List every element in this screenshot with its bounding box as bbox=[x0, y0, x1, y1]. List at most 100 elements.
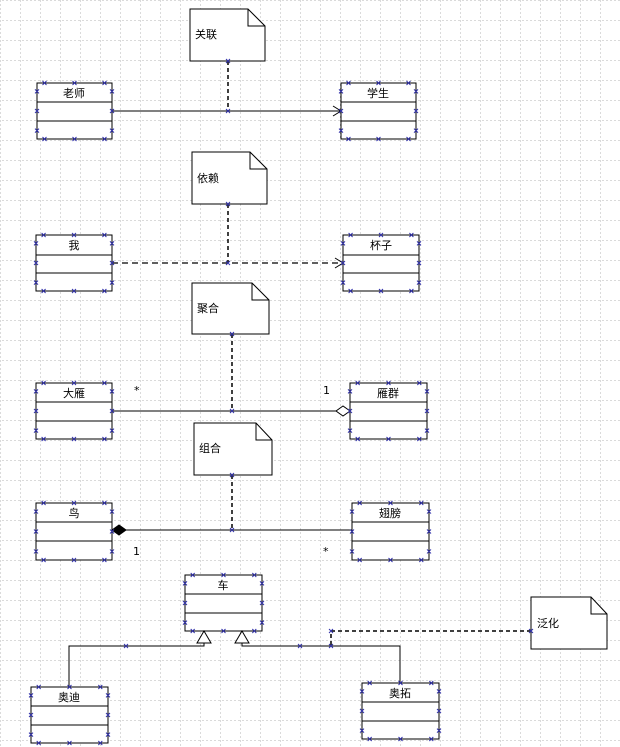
note-composition-text: 组合 bbox=[199, 441, 221, 455]
class-wing-name: 翅膀 bbox=[379, 506, 401, 520]
selection-handle bbox=[378, 232, 384, 238]
selection-handle bbox=[259, 620, 265, 625]
selection-handle bbox=[41, 500, 46, 506]
class-student[interactable]: 学生 bbox=[340, 82, 417, 140]
selection-handle bbox=[416, 241, 422, 246]
multiplicity-goose: * bbox=[134, 384, 140, 397]
selection-handle bbox=[102, 288, 107, 294]
note-dependency[interactable]: 依赖 bbox=[191, 151, 268, 205]
selection-handle bbox=[34, 128, 40, 133]
selection-handle bbox=[359, 728, 365, 733]
selection-handle bbox=[33, 280, 39, 285]
selection-handle bbox=[388, 500, 393, 506]
selection-handle bbox=[436, 728, 442, 733]
selection-handle bbox=[328, 643, 334, 649]
selection-handle bbox=[229, 527, 235, 533]
selection-handle bbox=[34, 108, 40, 114]
selection-handle bbox=[109, 509, 115, 514]
selection-handle bbox=[33, 260, 39, 266]
selection-handle bbox=[102, 557, 107, 563]
class-me-name: 我 bbox=[69, 239, 80, 252]
selection-handle bbox=[338, 108, 344, 114]
selection-handle bbox=[33, 408, 39, 414]
selection-handle bbox=[33, 428, 39, 433]
selection-handle bbox=[36, 740, 42, 746]
selection-handle bbox=[102, 380, 107, 386]
class-bird[interactable]: 鸟 bbox=[35, 502, 113, 561]
selection-handle bbox=[28, 732, 34, 737]
selection-handle bbox=[349, 529, 355, 534]
selection-handle bbox=[102, 232, 107, 238]
class-student-name: 学生 bbox=[367, 86, 389, 100]
selection-handle bbox=[416, 260, 422, 266]
selection-handle bbox=[28, 712, 34, 718]
selection-handle bbox=[406, 136, 411, 142]
class-cup[interactable]: 杯子 bbox=[342, 234, 420, 292]
selection-handle bbox=[182, 620, 188, 625]
selection-handle bbox=[109, 389, 115, 394]
selection-handle bbox=[386, 380, 391, 386]
note-composition[interactable]: 组合 bbox=[193, 422, 273, 476]
generalization-line-tiguan[interactable] bbox=[241, 643, 401, 683]
class-teacher-name: 老师 bbox=[63, 87, 85, 100]
selection-handle bbox=[28, 693, 34, 698]
note-aggregation-text: 聚合 bbox=[197, 301, 219, 315]
class-tiguan[interactable]: 奥拓 bbox=[361, 682, 440, 740]
selection-handle bbox=[33, 389, 39, 394]
selection-handle bbox=[376, 80, 381, 86]
class-car[interactable]: 车 bbox=[184, 574, 263, 632]
note-aggregation[interactable]: 聚合 bbox=[191, 282, 270, 335]
selection-handle bbox=[348, 288, 353, 294]
selection-handle bbox=[386, 436, 391, 442]
note-generalization[interactable]: 泛化 bbox=[530, 596, 608, 650]
selection-handle bbox=[413, 108, 419, 114]
class-wild-goose[interactable]: 大雁 bbox=[35, 382, 113, 440]
selection-handle bbox=[109, 108, 115, 114]
selection-handle bbox=[72, 136, 77, 142]
selection-handle bbox=[97, 684, 103, 690]
selection-handle bbox=[41, 288, 46, 294]
selection-handle bbox=[71, 557, 77, 563]
selection-handle bbox=[33, 241, 39, 246]
multiplicity-wing: * bbox=[323, 545, 329, 558]
class-goose-flock[interactable]: 雁群 bbox=[349, 382, 428, 440]
class-wild-goose-name: 大雁 bbox=[63, 386, 85, 400]
selection-handle bbox=[109, 128, 115, 133]
selection-handle bbox=[109, 549, 115, 554]
selection-handle bbox=[72, 80, 77, 86]
selection-handle bbox=[71, 380, 77, 386]
selection-handle bbox=[426, 529, 432, 534]
selection-handle bbox=[357, 500, 363, 506]
note-generalization-text: 泛化 bbox=[537, 616, 559, 630]
selection-handle bbox=[105, 693, 111, 698]
selection-handle bbox=[102, 500, 107, 506]
generalization-line-audi[interactable] bbox=[68, 643, 205, 687]
note-dependency-text: 依赖 bbox=[197, 172, 219, 185]
selection-handle bbox=[67, 740, 72, 746]
generalization-triangle-audi bbox=[196, 630, 212, 644]
selection-handle bbox=[41, 380, 46, 386]
note-association-text: 关联 bbox=[195, 27, 217, 41]
selection-handle bbox=[105, 732, 111, 737]
selection-handle bbox=[102, 80, 107, 86]
class-me[interactable]: 我 bbox=[35, 234, 113, 292]
note-association[interactable]: 关联 bbox=[189, 8, 266, 62]
selection-handle bbox=[225, 58, 231, 64]
selection-handle bbox=[416, 436, 422, 442]
multiplicity-bird: 1 bbox=[133, 545, 140, 558]
selection-handle bbox=[109, 428, 115, 433]
class-audi[interactable]: 奥迪 bbox=[30, 686, 109, 744]
class-car-name: 车 bbox=[218, 578, 229, 592]
class-teacher[interactable]: 老师 bbox=[36, 82, 113, 140]
selection-handle bbox=[348, 232, 353, 238]
class-wing[interactable]: 翅膀 bbox=[351, 502, 430, 561]
selection-handle bbox=[347, 408, 353, 414]
class-cup-name: 杯子 bbox=[370, 238, 392, 252]
selection-handle bbox=[221, 572, 226, 578]
selection-handle bbox=[109, 241, 115, 246]
selection-handle bbox=[182, 581, 188, 586]
selection-handle bbox=[34, 89, 40, 94]
selection-handle bbox=[376, 136, 381, 142]
selection-handle bbox=[41, 557, 46, 563]
selection-handle bbox=[109, 529, 115, 534]
